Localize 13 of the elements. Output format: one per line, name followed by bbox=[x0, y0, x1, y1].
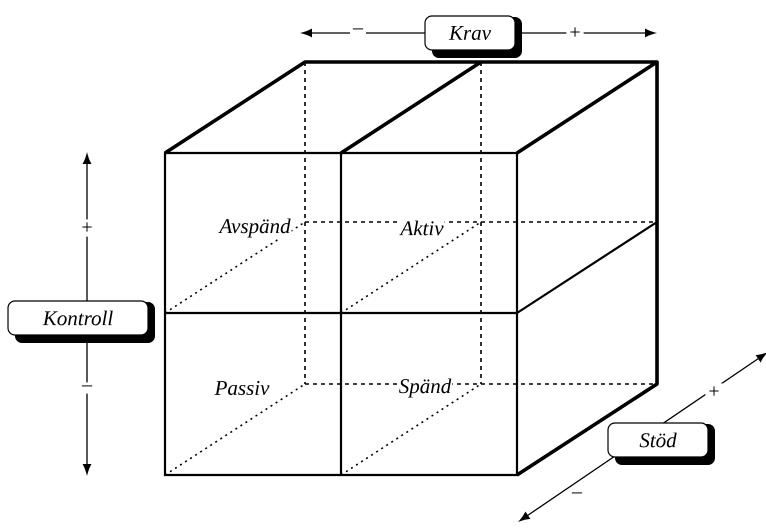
axis-sign: – bbox=[350, 25, 366, 37]
axis-sign: + bbox=[566, 24, 584, 42]
axis-label-box: Stöd bbox=[607, 422, 715, 465]
quadrant-label: Aktiv bbox=[399, 220, 445, 236]
axis-sign: + bbox=[78, 219, 96, 237]
quadrant-label: Passiv bbox=[214, 380, 270, 396]
quadrant-label: Spänd bbox=[398, 377, 452, 399]
axis-label-box: Kontroll bbox=[7, 300, 155, 343]
axis-sign: + bbox=[705, 383, 723, 401]
axis-sign: – bbox=[569, 489, 585, 501]
axis-label-box: Krav bbox=[424, 15, 522, 58]
axis-sign: – bbox=[79, 382, 95, 394]
quadrant-label: Avspänd bbox=[218, 217, 292, 239]
